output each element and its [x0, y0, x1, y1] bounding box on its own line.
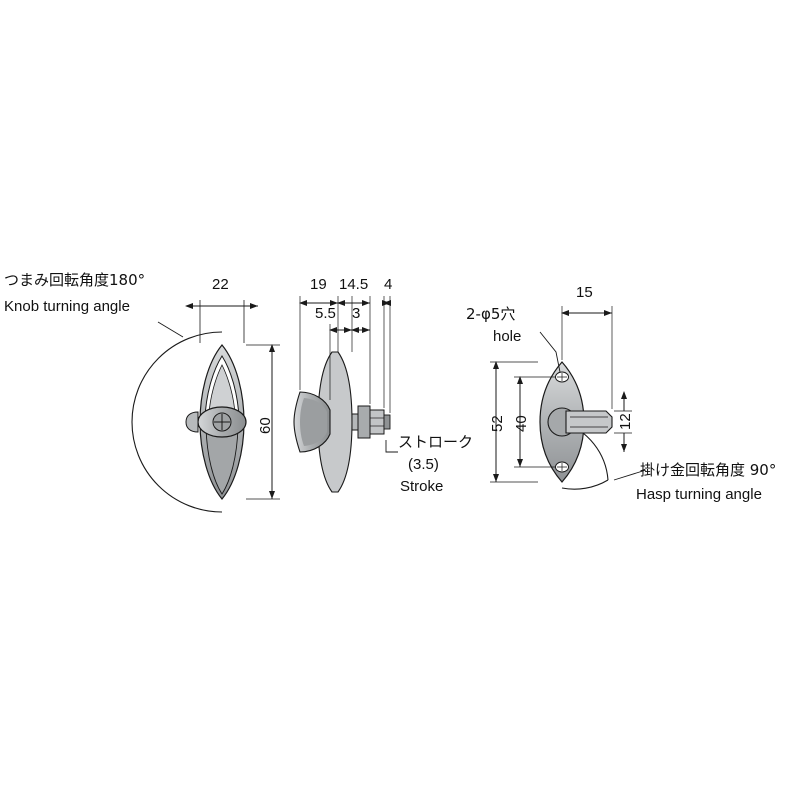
dim-label-19: 19 [310, 276, 327, 293]
dim-label-60: 60 [257, 417, 274, 434]
leader-hasp-angle [613, 469, 647, 481]
leader-stroke [385, 440, 398, 453]
leader-knob-angle [157, 321, 184, 338]
hasp-rotation-arc-2 [561, 479, 609, 490]
knob-lower-wing [205, 427, 239, 495]
knob-left-stub [185, 411, 199, 433]
leader-holes [539, 331, 561, 373]
dim-label-14-5: 14.5 [339, 276, 369, 293]
knob-turning-angle-label-jp: つまみ回転角度180° [4, 271, 146, 289]
side-tip [383, 414, 391, 430]
holes-label-jp: 2-φ5穴 [466, 305, 516, 323]
dim-label-12: 12 [617, 413, 634, 430]
dim-label-22: 22 [212, 276, 229, 293]
dim-label-40: 40 [513, 415, 530, 432]
side-knob-shading [300, 398, 327, 446]
dim-label-5-5: 5.5 [315, 305, 336, 322]
stroke-label-jp: ストローク [398, 433, 474, 451]
knob-rotation-arc [131, 331, 223, 513]
stroke-value: (3.5) [408, 456, 439, 473]
side-cam [369, 409, 385, 435]
side-mounting-disc [317, 351, 353, 493]
knob-turning-angle-label-en: Knob turning angle [4, 298, 130, 315]
hole-center-mark-bottom [557, 463, 567, 471]
side-view-group [293, 296, 398, 493]
front-view-group [131, 300, 280, 513]
hasp-arm [565, 410, 613, 434]
hasp-turning-angle-label-en: Hasp turning angle [636, 486, 762, 503]
side-nut [357, 405, 371, 439]
stroke-label-en: Stroke [400, 478, 444, 495]
dim-label-52: 52 [489, 415, 506, 432]
dim-label-4: 4 [384, 276, 393, 293]
hole-center-mark-top [557, 373, 567, 381]
dim-label-15: 15 [576, 284, 593, 301]
knob-cross-mark [214, 414, 230, 430]
holes-label-en: hole [493, 328, 522, 345]
rear-view-group [490, 306, 647, 490]
dim-label-3: 3 [352, 305, 361, 322]
hasp-turning-angle-label-jp: 掛け金回転角度 90° [640, 461, 777, 479]
